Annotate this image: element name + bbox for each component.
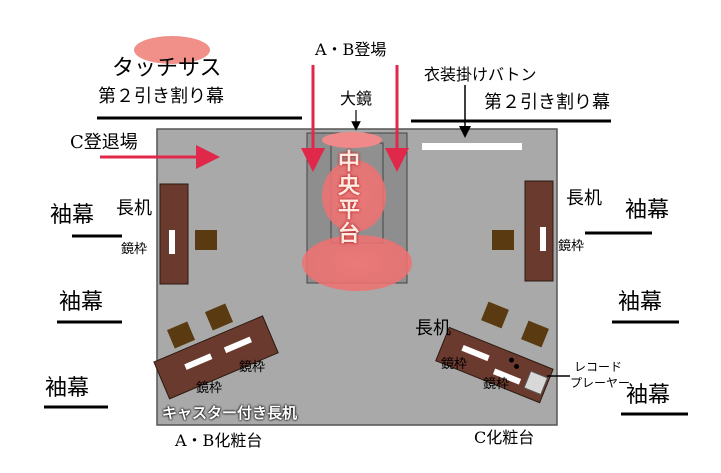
- central-platform-char-3: 平: [337, 197, 360, 223]
- sode-right-2-label: 袖幕: [618, 290, 663, 315]
- central-platform-char-4: 台: [337, 221, 360, 247]
- sode-left-1-label: 袖幕: [50, 203, 95, 228]
- front-platform-light: [302, 235, 412, 291]
- ab-entrance-label: A・B登場: [315, 40, 387, 59]
- touch-sus-label: タッチサス: [112, 56, 222, 81]
- record-player-label-line2: プレーヤー: [570, 376, 631, 390]
- long-desk-c-label: 長机: [415, 318, 451, 339]
- central-platform-light: [322, 160, 386, 232]
- central-platform-label: 中 央 平 台: [334, 150, 364, 246]
- central-platform-char-2: 央: [337, 173, 360, 199]
- right-chair: [492, 230, 514, 250]
- left-mirror-frame: [169, 230, 175, 254]
- central-platform-char-1: 中: [337, 149, 360, 175]
- long-desk-right-label: 長机: [566, 188, 602, 209]
- mirror-frame-ab-1-label: 鏡枠: [239, 360, 266, 375]
- c-desk-group: [435, 326, 554, 404]
- left-chair: [195, 230, 217, 250]
- ab-caster-desk-group: [153, 315, 279, 400]
- c-dressing-label: C化粧台: [474, 428, 535, 447]
- right-long-desk: [524, 180, 554, 282]
- c-chair-1: [481, 301, 509, 329]
- record-knob-2: [514, 363, 520, 369]
- ab-chair-1: [166, 321, 196, 349]
- ab-dressing-label: A・B化粧台: [175, 431, 263, 450]
- ab-mirror-frame-2: [223, 336, 252, 354]
- sode-left-2-label: 袖幕: [59, 290, 104, 315]
- sode-right-1-label: 袖幕: [625, 198, 670, 223]
- ab-chair-2: [204, 303, 234, 331]
- c-mirror-frame-1: [461, 345, 490, 362]
- mirror-frame-c-1-label: 鏡枠: [441, 357, 468, 372]
- sode-left-3-label: 袖幕: [45, 376, 90, 401]
- second-curtain-right-label: 第２引き割り幕: [484, 92, 610, 113]
- record-knob-1: [509, 357, 515, 363]
- ab-caster-desk: [153, 315, 279, 400]
- touch-sus-light: [134, 36, 210, 64]
- record-player: [523, 370, 549, 396]
- c-mirror-frame-2: [492, 368, 522, 385]
- long-desk-left-label: 長机: [116, 198, 152, 219]
- mirror-frame-left-label: 鏡枠: [121, 242, 148, 257]
- sode-right-3-label: 袖幕: [626, 383, 671, 408]
- costume-batten-label: 衣装掛けバトン: [424, 65, 537, 84]
- mirror-frame-right-label: 鏡枠: [558, 239, 585, 254]
- caster-desk-label: キャスター付き長机: [162, 404, 298, 422]
- big-mirror-light: [322, 132, 382, 148]
- mirror-frame-ab-2-label: 鏡枠: [196, 381, 223, 396]
- mirror-frame-c-2-label: 鏡枠: [483, 377, 510, 392]
- right-mirror-frame: [540, 227, 546, 251]
- big-mirror-label: 大鏡: [340, 89, 373, 108]
- record-player-label-line1: レコード: [574, 360, 623, 374]
- c-chair-2: [521, 320, 549, 348]
- costume-batten: [422, 143, 522, 150]
- second-curtain-left-label: 第２引き割り幕: [98, 86, 224, 107]
- c-entrance-label: C登退場: [70, 132, 138, 153]
- ab-mirror-frame-1: [184, 353, 213, 370]
